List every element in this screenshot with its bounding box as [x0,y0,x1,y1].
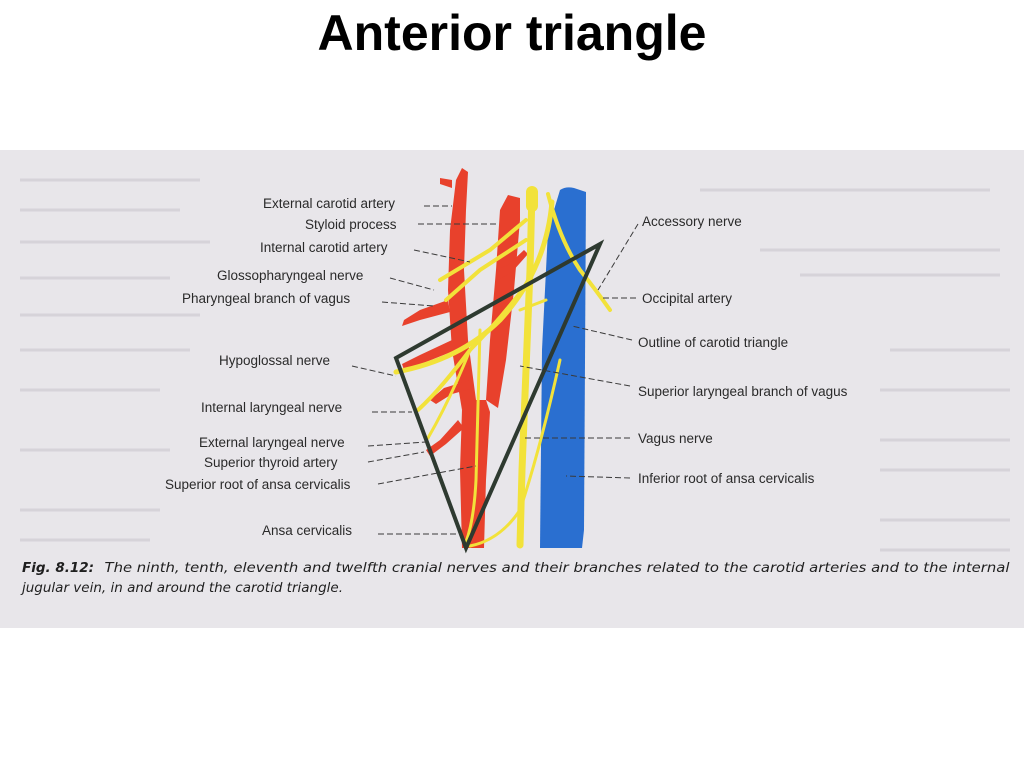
caption-line-1: Fig. 8.12: The ninth, tenth, eleventh an… [22,559,1010,576]
label-superior-root-of-ansa-cervicalis: Superior root of ansa cervicalis [165,477,351,492]
label-outline-of-carotid-triangle: Outline of carotid triangle [638,335,788,350]
caption-text-1: The ninth, tenth, eleventh and twelfth c… [105,560,1010,576]
label-external-laryngeal-nerve: External laryngeal nerve [199,435,345,450]
leader-lines [351,205,639,535]
label-superior-thyroid-artery: Superior thyroid artery [204,455,338,470]
figure-caption: Fig. 8.12: The ninth, tenth, eleventh an… [20,559,1010,596]
label-ansa-cervicalis: Ansa cervicalis [262,523,352,538]
label-pharyngeal-branch-of-vagus: Pharyngeal branch of vagus [182,291,350,306]
slide-title: Anterior triangle [317,5,707,61]
background-texture [20,178,1010,552]
caption-line-2: jugular vein, in and around the carotid … [20,580,343,596]
anatomy-diagram: External carotid artery Styloid process … [20,168,1010,596]
label-accessory-nerve: Accessory nerve [642,214,742,229]
label-occipital-artery: Occipital artery [642,291,732,306]
left-labels: External carotid artery Styloid process … [165,196,397,538]
nerves [393,186,612,549]
label-internal-carotid-artery: Internal carotid artery [260,240,388,255]
caption-label: Fig. 8.12: [22,560,94,576]
label-inferior-root-of-ansa-cervicalis: Inferior root of ansa cervicalis [638,471,815,486]
label-glossopharyngeal-nerve: Glossopharyngeal nerve [217,268,363,283]
label-internal-laryngeal-nerve: Internal laryngeal nerve [201,400,342,415]
label-vagus-nerve: Vagus nerve [638,431,713,446]
internal-jugular-vein [540,187,586,549]
carotid-triangle-outline [393,239,605,554]
anatomy-figure: External carotid artery Styloid process … [0,150,1024,628]
label-hypoglossal-nerve: Hypoglossal nerve [219,353,330,368]
right-labels: Accessory nerve Occipital artery Outline… [638,214,848,486]
label-styloid-process: Styloid process [305,217,397,232]
label-external-carotid-artery: External carotid artery [263,196,395,211]
label-superior-laryngeal-branch-of-vagus: Superior laryngeal branch of vagus [638,384,848,399]
